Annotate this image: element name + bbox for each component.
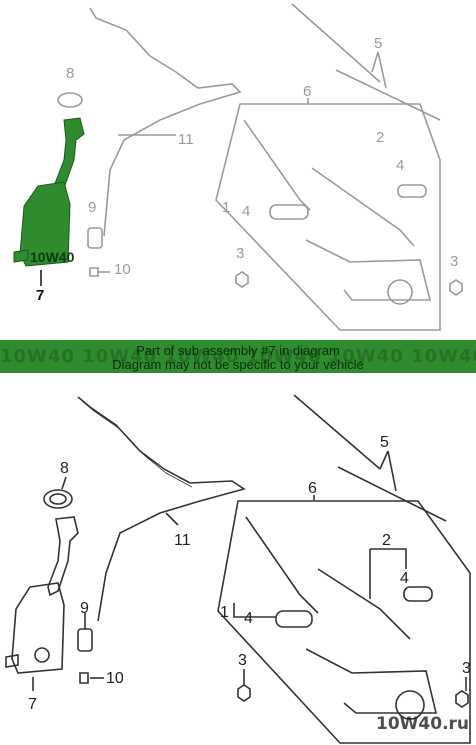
washer-pump <box>77 628 93 652</box>
clip-top <box>89 267 110 277</box>
hose-inner-line <box>81 400 193 488</box>
leader-5-top <box>371 51 387 89</box>
filler-cap-inner <box>49 493 67 505</box>
callout-10-top: 10 <box>114 261 131 278</box>
leader-5 <box>379 450 397 492</box>
filler-cap <box>43 489 73 509</box>
callout-2: 2 <box>382 532 391 549</box>
wiper-arm-right <box>317 568 411 640</box>
linkage-box-top <box>215 103 441 331</box>
callout-10: 10 <box>106 670 124 687</box>
callout-11: 11 <box>174 532 191 549</box>
top-diagram-svg: 10W40 8 11 5 6 2 4 1 4 9 10 3 3 7 <box>13 3 463 331</box>
wiper-cap-left-top <box>269 204 309 220</box>
reservoir-outlet <box>5 654 19 668</box>
nut-left-top <box>235 271 249 288</box>
motor-linkage <box>305 648 438 714</box>
leader-1 <box>233 603 276 618</box>
callout-5-top: 5 <box>374 35 382 52</box>
callout-1: 1 <box>220 604 229 621</box>
callout-8-top: 8 <box>66 65 74 82</box>
reservoir-tank <box>11 582 65 674</box>
callout-4-left: 4 <box>244 610 253 627</box>
watermark-logo: 10W40.ru <box>376 714 469 734</box>
leader-8 <box>61 476 67 490</box>
watermark-strip: 10W40 10W40 10W40 10W40 10W40 10W40 <box>0 346 476 367</box>
linkage-assembly-box <box>217 500 471 744</box>
callout-9-top: 9 <box>88 199 96 216</box>
nut-right <box>455 690 469 708</box>
wiper-blade-upper <box>293 394 381 470</box>
banner-line-1: Part of sub assembly #7 in diagram <box>136 343 340 358</box>
bottom-diagram-panel: 8 11 5 6 2 4 1 4 9 10 3 3 7 10W40.ru <box>0 373 476 745</box>
filler-cap-top <box>57 92 83 108</box>
callout-8: 8 <box>60 460 69 477</box>
reservoir-neck <box>47 516 79 597</box>
callout-3-left: 3 <box>238 652 247 669</box>
wiper-blade-top <box>291 3 441 121</box>
reservoir-tank-highlight <box>19 181 71 267</box>
wiper-arm-left <box>245 516 319 614</box>
washer-hose <box>77 396 246 622</box>
leader-2 <box>369 548 407 599</box>
reservoir-highlight <box>13 117 85 267</box>
callout-3-right: 3 <box>462 660 471 677</box>
sub-assembly-banner: 10W40 10W40 10W40 10W40 10W40 10W40 Part… <box>0 340 476 373</box>
callout-4-right: 4 <box>400 570 409 587</box>
callout-2-top: 2 <box>376 129 384 146</box>
callout-3-top-right: 3 <box>450 253 458 270</box>
motor-linkage-top <box>305 239 432 301</box>
reservoir-port <box>34 647 50 663</box>
nut-right-top <box>449 279 463 296</box>
pump-top <box>87 227 103 249</box>
washer-hose-top <box>89 7 242 237</box>
callout-1-top: 1 <box>222 199 230 216</box>
callout-4-top-right: 4 <box>396 157 404 174</box>
top-diagram-panel: 10W40 8 11 5 6 2 4 1 4 9 10 3 3 7 <box>0 0 476 340</box>
callout-3-top-left: 3 <box>236 245 244 262</box>
nut-left <box>237 684 251 702</box>
callout-7: 7 <box>28 696 37 713</box>
wiper-motor <box>395 690 425 720</box>
ghost-watermark-top: 10W40 <box>30 249 75 265</box>
arm-cap-right <box>403 586 433 602</box>
callout-6: 6 <box>308 480 317 497</box>
leader-11 <box>165 512 179 526</box>
clip <box>79 672 89 684</box>
wiper-arm-left-top <box>243 119 311 211</box>
callout-4-top-left: 4 <box>242 203 250 220</box>
motor-top <box>387 279 413 305</box>
wiper-cap-right-top <box>397 184 427 198</box>
wiper-blade-lower <box>337 466 447 522</box>
callout-5: 5 <box>380 434 389 451</box>
callout-11-top: 11 <box>178 131 194 148</box>
banner-line-2: Diagram may not be specific to your vehi… <box>112 357 364 372</box>
callout-6-top: 6 <box>303 83 311 100</box>
reservoir-outlet-highlight <box>13 249 29 263</box>
arm-cap-left <box>275 610 313 628</box>
reservoir-neck-highlight <box>53 117 85 193</box>
wiper-arm-right-top <box>311 167 415 247</box>
callout-7-top: 7 <box>36 287 44 304</box>
callout-9: 9 <box>80 600 89 617</box>
bottom-diagram-svg: 8 11 5 6 2 4 1 4 9 10 3 3 7 10W40.ru <box>5 394 471 744</box>
